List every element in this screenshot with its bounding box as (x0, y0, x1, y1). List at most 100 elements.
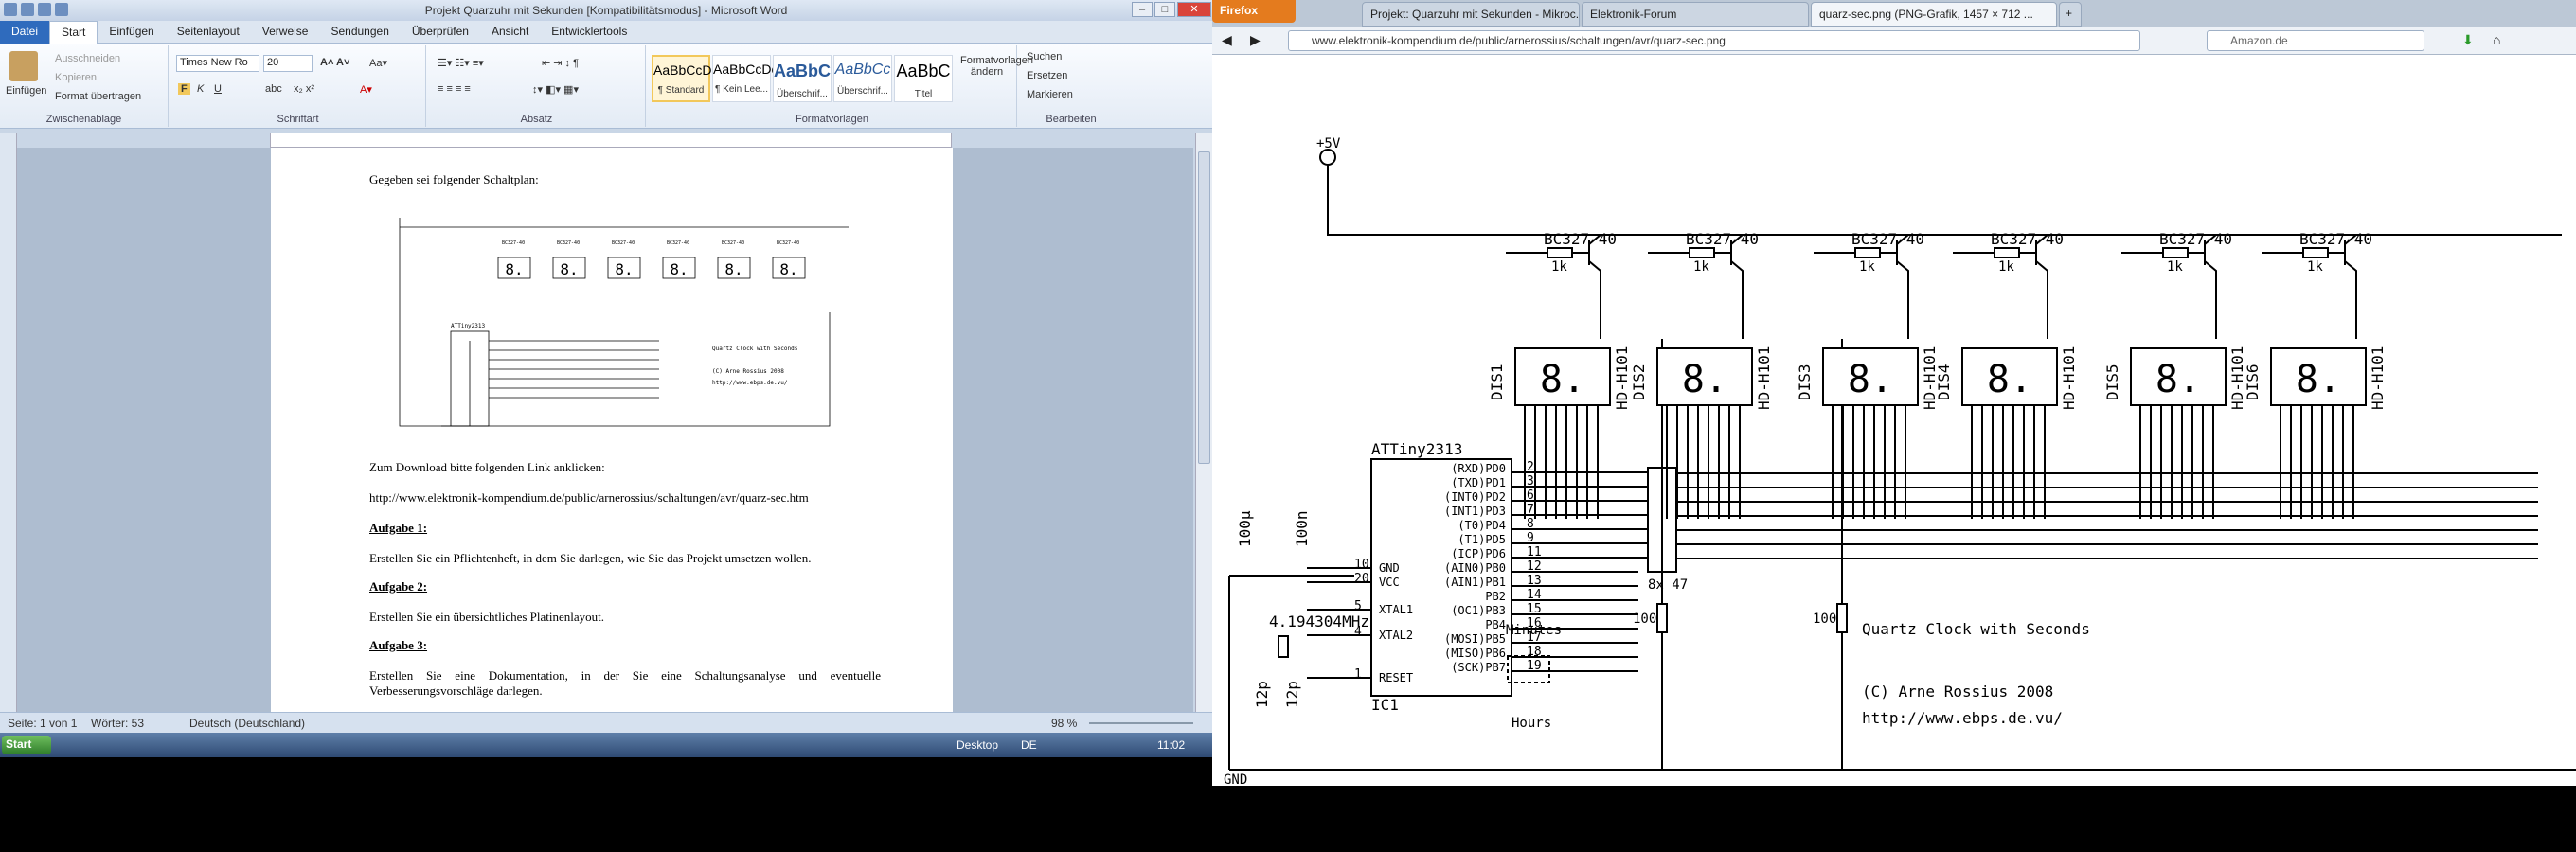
forward-icon[interactable]: ▶ (1250, 32, 1261, 47)
select-button[interactable]: Markieren (1027, 89, 1073, 100)
change-case-button[interactable]: Aa▾ (369, 58, 387, 69)
new-tab-button[interactable]: + (2059, 2, 2082, 27)
base-resistor (1994, 247, 2020, 258)
firefox-menu-button[interactable]: Firefox (1212, 0, 1296, 23)
display-digit: 8. (1848, 358, 1893, 401)
download-icon[interactable]: ⬇ (2462, 32, 2474, 47)
mcu-pin-number: 6 (1527, 488, 1534, 503)
mcu-pin-left-label: XTAL2 (1379, 629, 1413, 642)
r100-label: 100 (1633, 612, 1656, 627)
svg-text:http://www.ebps.de.vu/: http://www.ebps.de.vu/ (712, 380, 788, 386)
display-name: DIS1 (1488, 364, 1506, 400)
undo-icon[interactable] (38, 3, 51, 16)
search-field[interactable]: Amazon.de (2207, 30, 2424, 51)
word-app-icon[interactable] (4, 3, 17, 16)
horizontal-ruler[interactable] (270, 133, 952, 148)
thumb-display (717, 257, 751, 279)
cut-button[interactable]: Ausschneiden (55, 53, 121, 64)
tab-verweise[interactable]: Verweise (261, 25, 309, 38)
underline-button[interactable]: U (214, 83, 222, 95)
align-buttons[interactable]: ≡ ≡ ≡ ≡ (438, 83, 471, 95)
change-styles-button[interactable]: Formatvorlagen ändern (960, 55, 1034, 78)
tab-elektronik-forum[interactable]: Elektronik-Forum (1582, 2, 1809, 27)
mcu-pin-number: 15 (1527, 602, 1542, 616)
start-button[interactable]: Start (2, 736, 51, 754)
vertical-scrollbar[interactable] (1195, 133, 1212, 712)
grow-font-button[interactable]: A˄ A˅ (320, 57, 350, 68)
mcu-pin-left-label: RESET (1379, 671, 1413, 684)
edit-group-label: Bearbeiten (1046, 114, 1097, 125)
italic-button[interactable]: K (197, 83, 205, 95)
replace-button[interactable]: Ersetzen (1027, 70, 1068, 81)
mcu-pin-label: (RXD)PD0 (1451, 462, 1506, 475)
doc-link[interactable]: http://www.elektronik-kompendium.de/publ… (369, 490, 809, 505)
style-standard[interactable]: AaBbCcDc¶ Standard (652, 55, 718, 102)
thumb-display (662, 257, 696, 279)
doc-task1-text: Erstellen Sie ein Pflichtenheft, in dem … (369, 551, 812, 565)
tab-quarz-sec[interactable]: quarz-sec.png (PNG-Grafik, 1457 × 712 ..… (1811, 2, 2057, 27)
redo-icon[interactable] (55, 3, 68, 16)
style-name: Titel (914, 89, 933, 99)
desktop-label[interactable]: Desktop (957, 738, 999, 752)
font-size-field[interactable]: 20 (263, 55, 313, 72)
display-type: HD-H101 (2060, 346, 2078, 410)
transistor-label: BC327-40 (1686, 230, 1759, 248)
cap-label: 100n (1293, 510, 1311, 547)
zoom-slider[interactable] (1089, 722, 1193, 724)
tab-projekt[interactable]: Projekt: Quarzuhr mit Sekunden - Mikroc.… (1362, 2, 1580, 27)
strikethrough-button[interactable]: abc (265, 83, 282, 95)
display-6 (2270, 347, 2367, 406)
close-button[interactable]: ✕ (1177, 2, 1211, 17)
minimize-button[interactable]: – (1132, 2, 1153, 17)
language-indicator[interactable]: DE (1021, 738, 1037, 752)
vertical-ruler[interactable] (0, 133, 17, 712)
save-icon[interactable] (21, 3, 34, 16)
font-name-field[interactable]: Times New Ro (176, 55, 259, 72)
style-kein-leerraum[interactable]: AaBbCcDc¶ Kein Lee... (712, 55, 778, 102)
base-resistor (2162, 247, 2189, 258)
tab-ueberpruefen[interactable]: Überprüfen (411, 25, 469, 38)
home-icon[interactable]: ⌂ (2493, 32, 2501, 47)
website: http://www.ebps.de.vu/ (1862, 709, 2063, 727)
bold-button[interactable]: F (178, 83, 190, 95)
thumb-transistor: BC327-40 (777, 240, 799, 246)
paste-icon[interactable] (9, 51, 38, 81)
format-painter-button[interactable]: Format übertragen (55, 91, 142, 102)
tab-einfuegen[interactable]: Einfügen (109, 25, 154, 38)
tab-entwicklertools[interactable]: Entwicklertools (551, 25, 628, 38)
back-icon[interactable]: ◀ (1222, 32, 1232, 47)
mcu-pin-label: (INT0)PD2 (1444, 490, 1506, 504)
scrollbar-thumb[interactable] (1198, 151, 1210, 464)
paragraph-group-label: Absatz (520, 114, 553, 125)
tab-sendungen[interactable]: Sendungen (331, 25, 389, 38)
line-spacing-button[interactable]: ↕▾ ◧▾ ▦▾ (532, 84, 579, 96)
document-page[interactable]: Gegeben sei folgender Schaltplan: 8.BC32… (271, 148, 953, 712)
copy-button[interactable]: Kopieren (55, 72, 98, 83)
word-count[interactable]: Wörter: 53 (91, 717, 145, 730)
paste-button[interactable]: Einfügen (6, 85, 47, 97)
indent-buttons[interactable]: ⇤ ⇥ ↕ ¶ (542, 58, 580, 69)
tab-seitenlayout[interactable]: Seitenlayout (176, 25, 240, 38)
mcu-pin-number: 11 (1527, 545, 1542, 559)
zoom-level[interactable]: 98 % (1051, 717, 1078, 730)
tab-ansicht[interactable]: Ansicht (491, 25, 529, 38)
language[interactable]: Deutsch (Deutschland) (189, 717, 306, 730)
tab-start[interactable]: Start (49, 21, 98, 44)
mcu-pin-number: 12 (1527, 559, 1542, 574)
find-button[interactable]: Suchen (1027, 51, 1063, 62)
bullets-button[interactable]: ☰▾ ☷▾ ≡▾ (438, 58, 484, 69)
page-count[interactable]: Seite: 1 von 1 (8, 717, 78, 730)
font-color-button[interactable]: A▾ (360, 84, 372, 96)
mcu-pin-number: 7 (1527, 503, 1534, 517)
tab-datei[interactable]: Datei (0, 21, 50, 44)
subscript-button[interactable]: x₂ x² (294, 83, 314, 95)
maximize-button[interactable]: □ (1154, 2, 1175, 17)
address-bar[interactable]: www.elektronik-kompendium.de/public/arne… (1288, 30, 2140, 51)
rarray-label: 8x 47 (1648, 577, 1688, 593)
display-type: HD-H101 (1613, 346, 1631, 410)
mcu-label: ATTiny2313 (1371, 440, 1462, 458)
